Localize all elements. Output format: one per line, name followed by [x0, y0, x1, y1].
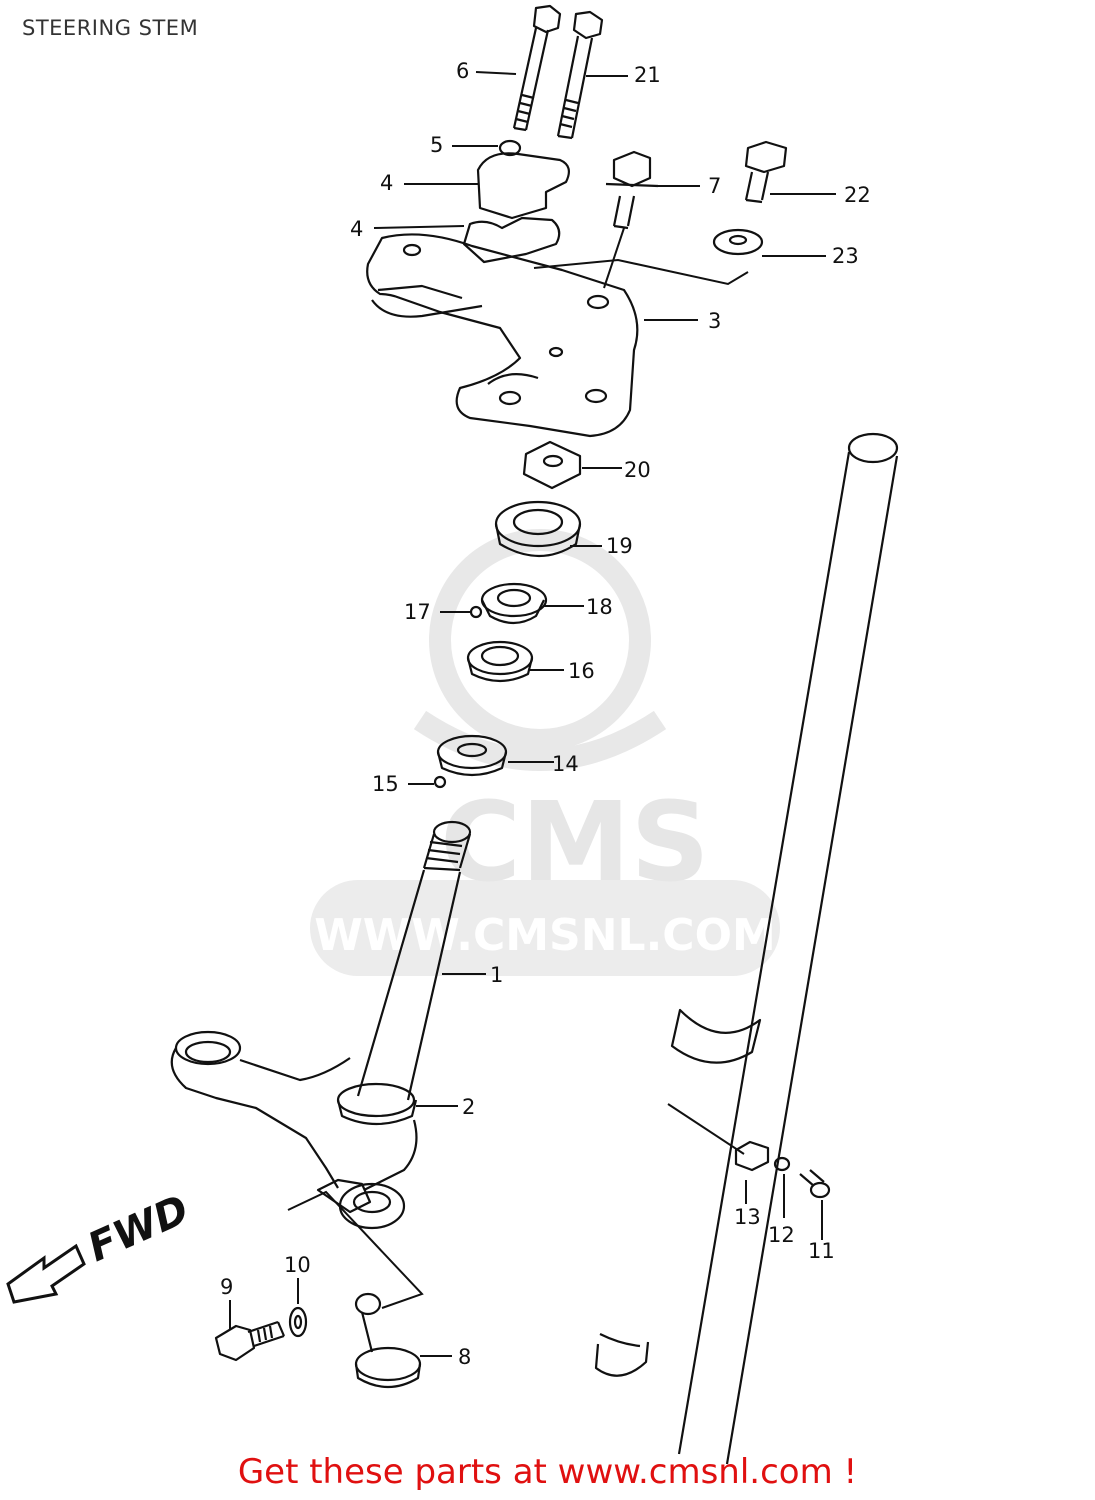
- bolt-part-6: [512, 4, 562, 132]
- fwd-indicator: FWD: [6, 1187, 196, 1304]
- stem-part-1: [356, 820, 472, 1101]
- callout-22: 22: [844, 183, 871, 207]
- clip-part-13: [734, 1140, 770, 1172]
- callout-10: 10: [284, 1253, 311, 1277]
- callout-23: 23: [832, 244, 859, 268]
- callout-11: 11: [808, 1239, 835, 1263]
- washer-part-23: [712, 228, 764, 256]
- race-part-18: [480, 582, 548, 625]
- leader-lines: [229, 71, 836, 1357]
- part-drawings: [170, 4, 899, 1465]
- callout-4-upper: 4: [380, 171, 393, 195]
- bolt-part-9: [214, 1320, 286, 1362]
- clamp-part-4-lower: [462, 216, 561, 264]
- ring-part-14: [436, 734, 508, 777]
- upper-bracket-part-3: [366, 233, 639, 438]
- callout-19: 19: [606, 534, 633, 558]
- fork-tube: [594, 432, 899, 1465]
- bolt-part-21: [556, 10, 604, 140]
- seal-part-2: [336, 1082, 418, 1126]
- callout-18: 18: [586, 595, 613, 619]
- washer-part-5: [498, 139, 522, 157]
- callout-1: 1: [490, 963, 503, 987]
- screw-part-11: [799, 1169, 831, 1199]
- clamp-part-4-upper: [476, 152, 571, 220]
- nut-part-20: [522, 440, 582, 490]
- watermark-url: WWW.CMSNL.COM: [314, 910, 776, 961]
- callout-5: 5: [430, 133, 443, 157]
- lower-bracket: [170, 1030, 418, 1230]
- fwd-arrow-icon: [6, 1243, 86, 1304]
- washer-part-10: [288, 1306, 308, 1338]
- callout-labels: 6 21 5 4 4 7 22 23 3 20 19 17 18 16 14 1…: [220, 59, 871, 1369]
- callout-21: 21: [634, 63, 661, 87]
- clamp-part-8: [354, 1292, 422, 1388]
- bolt-part-7: [605, 150, 659, 230]
- bolt-part-22: [744, 140, 788, 204]
- callout-17: 17: [404, 600, 431, 624]
- callout-9: 9: [220, 1275, 233, 1299]
- watermark: CMS WWW.CMSNL.COM: [310, 529, 780, 976]
- callout-16: 16: [568, 659, 595, 683]
- callout-15: 15: [372, 772, 399, 796]
- callout-14: 14: [552, 752, 579, 776]
- washer-part-12: [773, 1156, 791, 1172]
- page-title: STEERING STEM: [22, 16, 199, 40]
- callout-12: 12: [768, 1223, 795, 1247]
- callout-6: 6: [456, 59, 469, 83]
- race-part-16: [466, 640, 534, 683]
- callout-13: 13: [734, 1205, 761, 1229]
- fwd-label: FWD: [81, 1187, 195, 1272]
- callout-2: 2: [462, 1095, 475, 1119]
- watermark-brand: CMS: [440, 778, 709, 906]
- ball-part-15: [433, 775, 447, 789]
- callout-8: 8: [458, 1345, 471, 1369]
- callout-4-lower: 4: [350, 217, 363, 241]
- callout-3: 3: [708, 309, 721, 333]
- callout-20: 20: [624, 458, 651, 482]
- promo-link[interactable]: Get these parts at www.cmsnl.com !: [237, 1452, 858, 1492]
- ball-part-17: [469, 605, 483, 619]
- callout-7: 7: [708, 174, 721, 198]
